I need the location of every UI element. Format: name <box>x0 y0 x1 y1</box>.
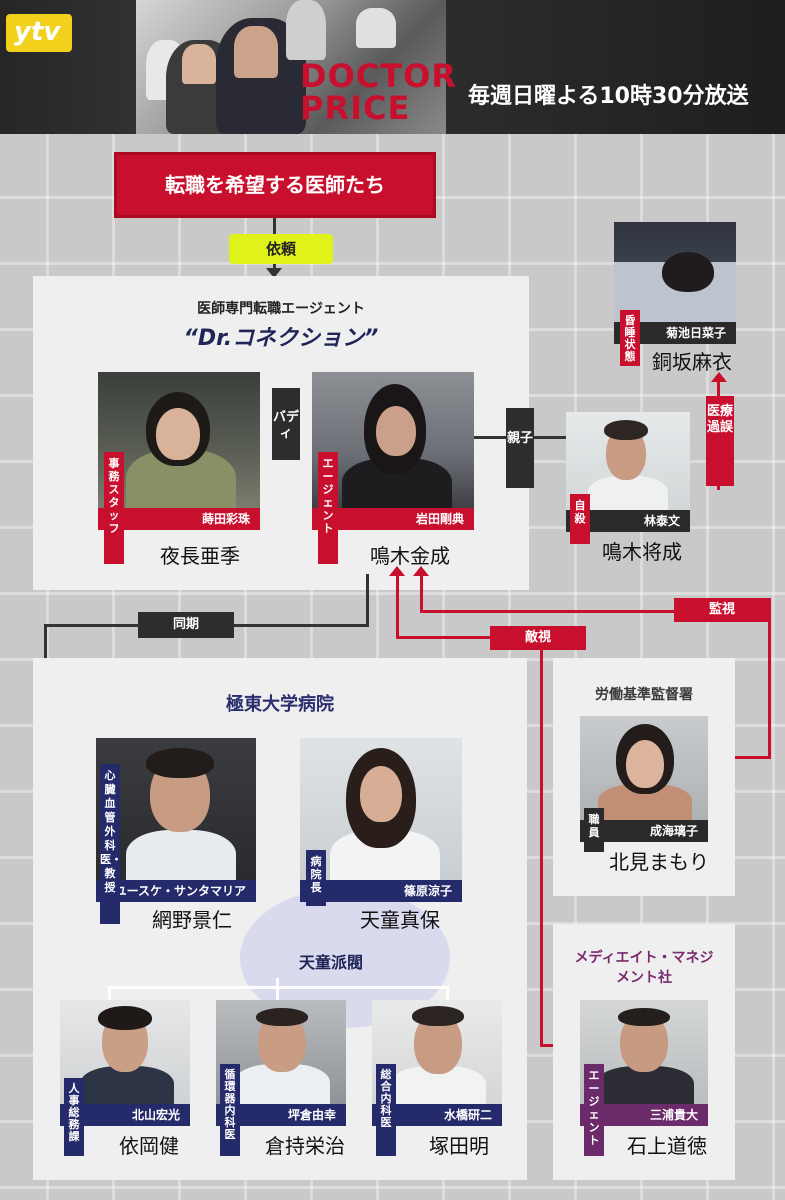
mediate-company-name: メディエイト・マネジメント社 <box>574 950 714 986</box>
name-naruki: 鳴木金成 <box>370 544 450 568</box>
agent-company-name: “Dr.コネクション” <box>183 326 379 351</box>
name-dosaka: 銅坂麻衣 <box>652 350 732 374</box>
photo-naruki[interactable] <box>312 372 474 508</box>
name-kitami: 北見まもり <box>609 850 709 874</box>
name-kuramochi: 倉持栄治 <box>265 1134 345 1158</box>
photo-ishigami[interactable] <box>580 1000 708 1104</box>
name-tsukada: 塚田明 <box>429 1134 489 1158</box>
photo-yanaga[interactable] <box>98 372 260 508</box>
relation-malpractice: 医療過誤 <box>706 396 734 486</box>
surveillance-connector-v2 <box>768 598 771 758</box>
actor-naruki: 岩田剛典 <box>312 508 474 530</box>
request-tag: 依頼 <box>229 234 333 264</box>
role-dosaka: 昏睡状態 <box>620 310 640 366</box>
photo-masanari[interactable] <box>566 412 690 510</box>
arrow-up-icon <box>389 566 405 576</box>
name-ishigami: 石上道徳 <box>627 1134 707 1158</box>
arrow-up-icon <box>413 566 429 576</box>
ytv-logo[interactable]: ytv <box>6 14 72 52</box>
hostility-connector-v1 <box>396 576 399 638</box>
faction-connector-left <box>108 986 111 1000</box>
arrow-down-icon <box>266 268 282 278</box>
agent-company-subtitle: 医師専門転職エージェント <box>197 301 365 317</box>
relation-classmate: 同期 <box>138 612 234 638</box>
actor-dosaka: 菊池日菜子 <box>614 322 736 344</box>
actor-masanari: 林泰文 <box>566 510 690 532</box>
arrow-up-icon <box>711 372 727 382</box>
actor-tsukada: 水橋研二 <box>372 1104 502 1126</box>
name-tendo: 天童真保 <box>360 908 440 932</box>
photo-kitami[interactable] <box>580 716 708 820</box>
relation-surveillance: 監視 <box>674 598 770 622</box>
hostility-connector-end <box>540 1044 556 1047</box>
faction-connector-mid <box>276 978 279 1000</box>
role-kuramochi: 循環器内科医 <box>220 1064 240 1156</box>
photo-yorioka[interactable] <box>60 1000 190 1104</box>
role-ishigami: エージェント <box>584 1064 604 1156</box>
role-kitami: 職員 <box>584 808 604 852</box>
name-masanari: 鳴木将成 <box>602 540 682 564</box>
relation-hostility: 敵視 <box>490 626 586 650</box>
show-key-visual <box>136 0 446 134</box>
actor-tendo: 篠原涼子 <box>300 880 462 902</box>
broadcast-time: 毎週日曜よる10時30分放送 <box>468 84 749 109</box>
hostility-connector-v2 <box>540 636 543 1046</box>
actor-yanaga: 蒔田彩珠 <box>98 508 260 530</box>
role-tendo: 病院長 <box>306 850 326 906</box>
surveillance-connector-end <box>708 756 771 759</box>
actor-kuramochi: 坪倉由幸 <box>216 1104 346 1126</box>
show-title: DOCTOR PRICE <box>300 57 457 127</box>
relation-buddy: バディ <box>272 388 300 460</box>
actor-yorioka: 北山宏光 <box>60 1104 190 1126</box>
classmate-connector-v1 <box>366 574 369 626</box>
actor-ishigami: 三浦貴大 <box>580 1104 708 1126</box>
role-tsukada: 総合内科医 <box>376 1064 396 1156</box>
labor-office-name: 労働基準監督署 <box>595 687 693 703</box>
doctors-seeking-transfer-banner: 転職を希望する医師たち <box>114 152 436 218</box>
tendo-faction-label: 天童派閥 <box>298 953 363 972</box>
name-yorioka: 依岡健 <box>119 1134 179 1158</box>
hostility-connector-h <box>396 636 542 639</box>
surveillance-connector-h <box>420 610 770 613</box>
relation-parent: 親子 <box>506 408 534 488</box>
photo-tendo[interactable] <box>300 738 462 880</box>
actor-kitami: 成海璃子 <box>580 820 708 842</box>
actor-amino: ユースケ・サンタマリア <box>96 880 256 902</box>
name-amino: 網野景仁 <box>152 908 232 932</box>
name-yanaga: 夜長亜季 <box>160 544 240 568</box>
faction-connector-right <box>446 986 449 1000</box>
hospital-name: 極東大学病院 <box>226 694 334 715</box>
role-yanaga: 事務スタッフ <box>104 452 124 564</box>
role-amino: 心臓血管外科医・教授 <box>100 764 122 924</box>
surveillance-connector-v1 <box>420 576 423 612</box>
photo-amino[interactable] <box>96 738 256 880</box>
role-masanari: 自殺 <box>570 494 590 544</box>
role-yorioka: 人事総務課 <box>64 1078 84 1156</box>
role-naruki: エージェント <box>318 452 338 564</box>
